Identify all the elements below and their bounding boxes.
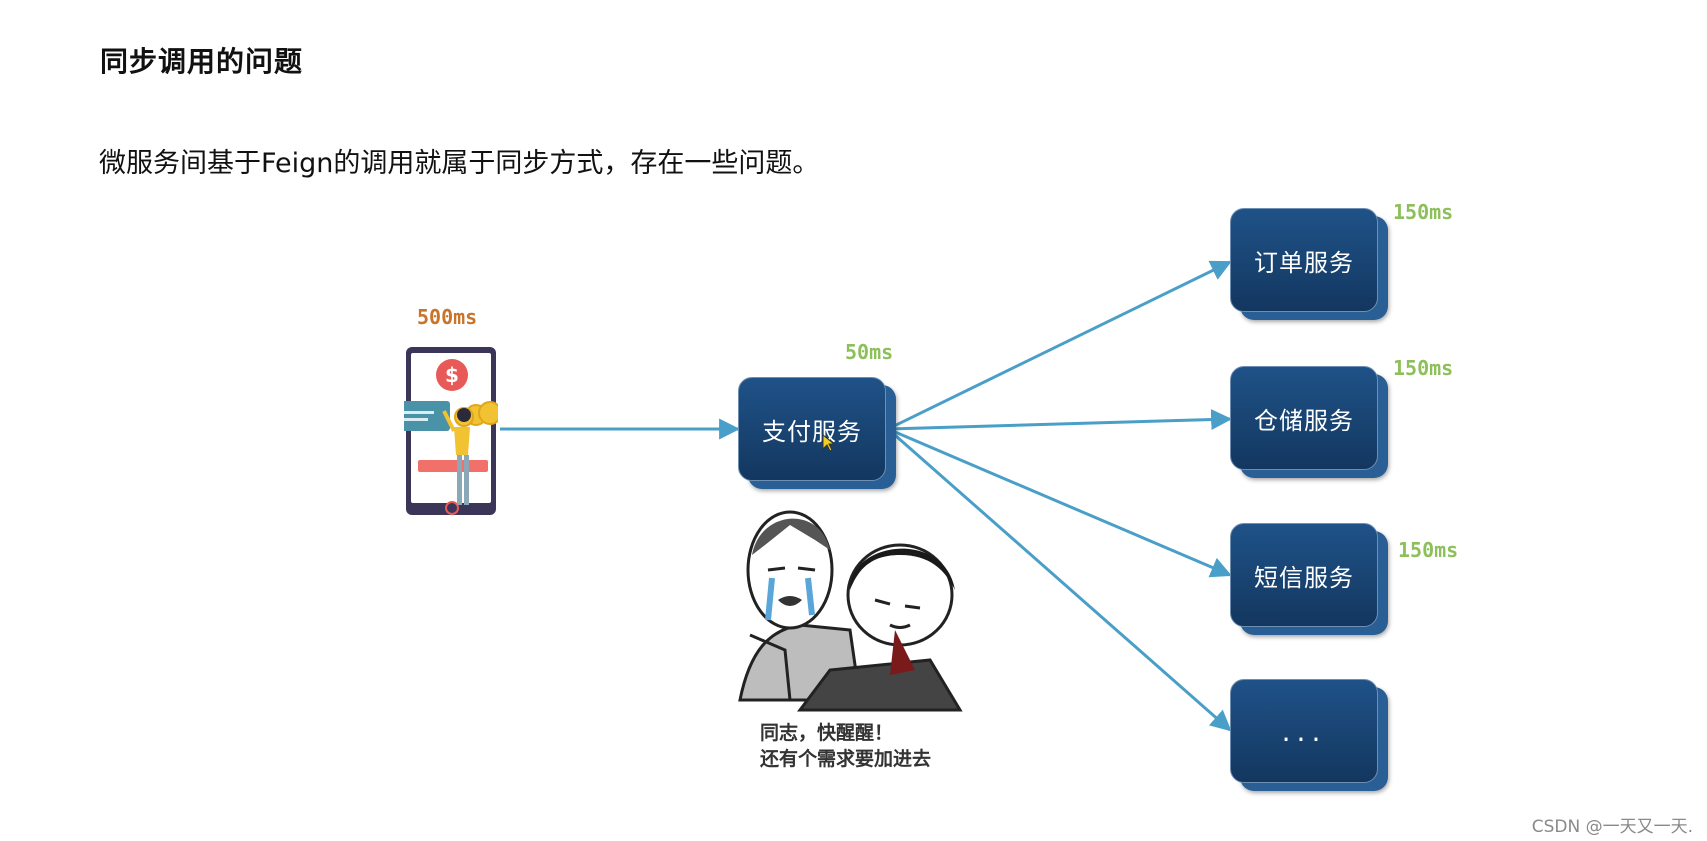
client-latency: 500ms (417, 305, 478, 329)
order-service-latency: 150ms (1393, 200, 1454, 224)
mouse-cursor-icon (822, 434, 836, 452)
arrow-payment-to-storage (887, 409, 1233, 431)
crying-meme-illustration (738, 510, 963, 712)
watermark: CSDN @一天又一天. (1531, 817, 1693, 837)
svg-text:$: $ (445, 363, 459, 387)
more-services-box: ... (1230, 679, 1388, 791)
sms-service-label: 短信服务 (1230, 523, 1378, 627)
page-subtitle: 微服务间基于Feign的调用就属于同步方式，存在一些问题。 (99, 148, 820, 179)
arrow-payment-to-order (887, 260, 1232, 431)
page-title: 同步调用的问题 (100, 45, 304, 78)
meme-caption-line2: 还有个需求要加进去 (760, 748, 932, 770)
storage-service-latency: 150ms (1393, 356, 1454, 380)
order-service-label: 订单服务 (1230, 208, 1378, 312)
payment-latency: 50ms (845, 340, 894, 364)
sms-service-box: 短信服务 (1230, 523, 1388, 635)
arrow-payment-to-sms (887, 427, 1232, 578)
arrow-payment-to-more (887, 427, 1232, 732)
payment-service-label: 支付服务 (738, 377, 886, 481)
meme-caption: 同志，快醒醒！ 还有个需求要加进去 (760, 720, 931, 772)
more-services-label: ... (1230, 679, 1378, 783)
order-service-box: 订单服务 (1230, 208, 1388, 320)
sms-service-latency: 150ms (1398, 538, 1459, 562)
storage-service-label: 仓储服务 (1230, 366, 1378, 470)
payment-service-box: 支付服务 (738, 377, 896, 489)
storage-service-box: 仓储服务 (1230, 366, 1388, 478)
meme-caption-line1: 同志，快醒醒！ (760, 722, 894, 744)
mobile-payment-illustration: $ (404, 347, 498, 515)
